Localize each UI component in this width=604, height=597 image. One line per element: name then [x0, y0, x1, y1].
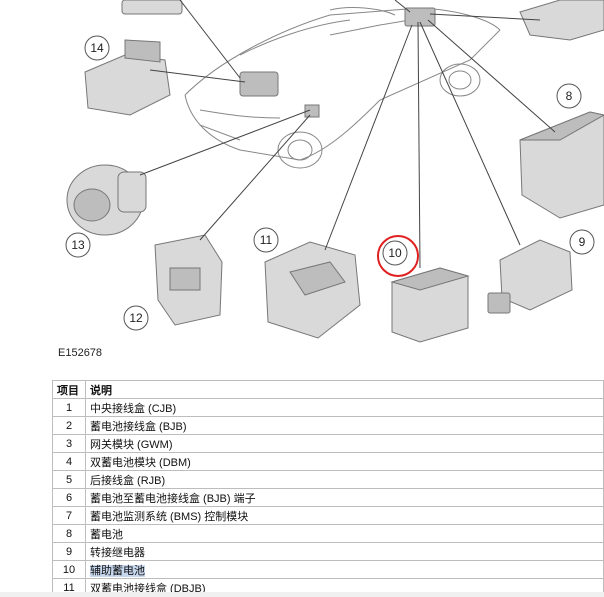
svg-text:10: 10 — [388, 246, 402, 260]
table-row: 8 蓄电池 — [52, 524, 604, 543]
row-description: 双蓄电池模块 (DBM) — [85, 452, 604, 471]
part-14-module — [84, 39, 171, 116]
part-11-junction-box — [264, 241, 361, 339]
row-number: 9 — [52, 542, 86, 561]
row-number: 3 — [52, 434, 86, 453]
table-row-selected: 10 辅助蓄电池 — [52, 560, 604, 579]
svg-text:11: 11 — [260, 233, 273, 247]
part-9-relay — [487, 239, 573, 314]
callout-12: 12 — [123, 305, 149, 331]
callout-14: 14 — [84, 35, 110, 61]
part-10-auxiliary-battery — [390, 267, 470, 343]
row-number: 10 — [52, 560, 86, 579]
header-description: 说明 — [85, 380, 604, 399]
header-item: 项目 — [52, 380, 86, 399]
svg-text:13: 13 — [71, 238, 85, 252]
part-top-left-partial — [121, 0, 183, 15]
svg-text:9: 9 — [579, 235, 586, 249]
row-number: 1 — [52, 398, 86, 417]
bottom-scroll-edge — [0, 592, 604, 597]
row-description: 中央接线盒 (CJB) — [85, 398, 604, 417]
table-row: 2 蓄电池接线盒 (BJB) — [52, 416, 604, 435]
table-header-row: 项目 说明 — [52, 380, 604, 399]
svg-text:8: 8 — [566, 89, 573, 103]
row-number: 8 — [52, 524, 86, 543]
component-location-diagram: 14 13 12 11 10 9 8 — [65, 0, 604, 343]
callout-8: 8 — [556, 83, 582, 109]
row-number: 6 — [52, 488, 86, 507]
row-number: 5 — [52, 470, 86, 489]
figure-code: E152678 — [58, 347, 103, 359]
row-description: 蓄电池接线盒 (BJB) — [85, 416, 604, 435]
callout-11: 11 — [253, 227, 279, 253]
row-description: 后接线盒 (RJB) — [85, 470, 604, 489]
table-row: 7 蓄电池监测系统 (BMS) 控制模块 — [52, 506, 604, 525]
row-number: 2 — [52, 416, 86, 435]
legend-table: 项目 说明 1 中央接线盒 (CJB) 2 蓄电池接线盒 (BJB) 3 网关模… — [52, 380, 604, 597]
leader-lines — [139, 0, 556, 269]
row-description: 蓄电池 — [85, 524, 604, 543]
row-description: 网关模块 (GWM) — [85, 434, 604, 453]
part-8-battery — [519, 111, 604, 219]
row-number: 4 — [52, 452, 86, 471]
table-row: 4 双蓄电池模块 (DBM) — [52, 452, 604, 471]
table-row: 1 中央接线盒 (CJB) — [52, 398, 604, 417]
row-description: 蓄电池监测系统 (BMS) 控制模块 — [85, 506, 604, 525]
part-13-alternator — [66, 164, 147, 236]
table-row: 6 蓄电池至蓄电池接线盒 (BJB) 端子 — [52, 488, 604, 507]
row-description: 转接继电器 — [85, 542, 604, 561]
table-row: 5 后接线盒 (RJB) — [52, 470, 604, 489]
table-row: 9 转接继电器 — [52, 542, 604, 561]
row-number: 7 — [52, 506, 86, 525]
svg-text:12: 12 — [129, 311, 143, 325]
callout-13: 13 — [65, 232, 91, 258]
text-selection[interactable]: 辅助蓄电池 — [90, 564, 145, 577]
callout-10: 10 — [377, 235, 419, 277]
red-annotation-circle — [377, 235, 419, 277]
row-description: 蓄电池至蓄电池接线盒 (BJB) 端子 — [85, 488, 604, 507]
callout-9: 9 — [569, 229, 595, 255]
part-12-control-unit — [154, 234, 223, 326]
svg-text:14: 14 — [90, 41, 104, 55]
row-description-highlighted: 辅助蓄电池 — [85, 560, 604, 579]
part-top-right-partial — [519, 0, 604, 41]
vehicle-outline — [184, 7, 501, 169]
table-row: 3 网关模块 (GWM) — [52, 434, 604, 453]
